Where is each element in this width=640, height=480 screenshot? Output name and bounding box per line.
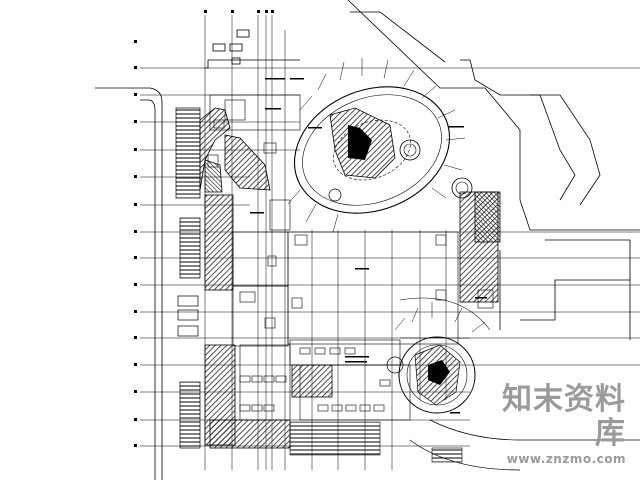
parking-left [175, 107, 201, 449]
watermark-title: 知末资料库 [502, 382, 626, 451]
annotations [250, 78, 487, 414]
stairs-bottom [289, 421, 463, 463]
site-boundary [95, 0, 640, 480]
parking-top [212, 29, 250, 65]
atrium-radials [287, 58, 466, 233]
axis-ticks [134, 10, 274, 447]
interior-outlines [207, 94, 494, 421]
atrium-lower [386, 297, 491, 414]
watermark: 知末资料库 www.znzmo.com [476, 383, 626, 467]
atrium-ellipse [293, 86, 473, 214]
watermark-url: www.znzmo.com [506, 452, 626, 466]
building-walls [199, 107, 501, 449]
road-bottom-right [409, 419, 640, 471]
